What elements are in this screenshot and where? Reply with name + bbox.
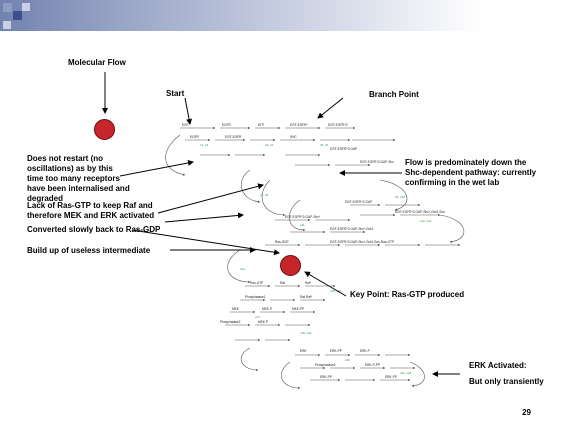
svg-text:v21, v22: v21, v22 <box>400 371 412 375</box>
svg-text:Raf-Raf*: Raf-Raf* <box>300 295 313 299</box>
svg-text:EGF-EGFR*2-GAP: EGF-EGFR*2-GAP <box>345 200 372 204</box>
svg-text:Raf: Raf <box>280 281 285 285</box>
svg-text:v5, v6: v5, v6 <box>320 143 328 147</box>
header-square-4 <box>3 21 11 29</box>
label-converted: Converted slowly back to Ras-GDP <box>27 225 161 234</box>
svg-text:ERK: ERK <box>300 349 307 353</box>
molecular-flow-dot <box>94 119 115 140</box>
svg-text:EGF-EGFR*2-GAP: EGF-EGFR*2-GAP <box>330 147 357 151</box>
svg-text:v9, v10: v9, v10 <box>395 195 405 199</box>
svg-text:ERK-P-PP: ERK-P-PP <box>365 363 380 367</box>
label-lack-ras-gtp: Lack of Ras-GTP to keep Raf and therefor… <box>27 201 155 220</box>
svg-text:v1, v2: v1, v2 <box>200 143 208 147</box>
header-square-2 <box>13 11 22 20</box>
svg-text:MEK-P: MEK-P <box>258 320 268 324</box>
label-erk-transient: But only transiently <box>469 377 544 386</box>
label-no-restart: Does not restart (no oscillations) as by… <box>27 154 130 203</box>
label-start: Start <box>166 89 185 98</box>
svg-text:v18, v19: v18, v19 <box>300 331 312 335</box>
svg-text:MEK-PP: MEK-PP <box>292 307 304 311</box>
svg-text:EGF-EGFR*2-GAP-Shc: EGF-EGFR*2-GAP-Shc <box>360 160 394 164</box>
svg-text:v15, v16: v15, v16 <box>330 289 342 293</box>
svg-text:v17: v17 <box>255 315 260 319</box>
svg-text:v3, v4: v3, v4 <box>265 143 273 147</box>
svg-text:EGF-EGFR*2-GAP-Shc*-Grb2-Sos: EGF-EGFR*2-GAP-Shc*-Grb2-Sos <box>395 210 445 214</box>
svg-text:EGF-EGFR*2-GAP-Shc*-Grb2-Sos-R: EGF-EGFR*2-GAP-Shc*-Grb2-Sos-Ras-GTP <box>330 240 394 244</box>
svg-text:Ras-GDP: Ras-GDP <box>275 240 289 244</box>
svg-text:EGF: EGF <box>182 123 189 127</box>
svg-text:SHC: SHC <box>290 135 297 139</box>
label-key-point: Key Point: Ras-GTP produced <box>350 290 465 299</box>
svg-text:Phosphatase3: Phosphatase3 <box>315 363 336 367</box>
svg-text:EGF-EGFR: EGF-EGFR <box>225 135 242 139</box>
svg-text:ATP: ATP <box>258 123 264 127</box>
svg-text:v12, v13: v12, v13 <box>420 219 432 223</box>
svg-text:ERK-PP: ERK-PP <box>330 349 342 353</box>
svg-text:v20: v20 <box>345 358 350 362</box>
svg-text:v14: v14 <box>240 267 245 271</box>
slide-header-bar <box>0 0 567 31</box>
svg-text:Raf*: Raf* <box>305 281 312 285</box>
ras-gtp-key-point-dot <box>280 255 301 276</box>
header-square-1 <box>3 3 12 12</box>
label-build-up: Build up of useless intermediate <box>27 246 151 255</box>
label-erk-activated: ERK Activated: <box>469 361 527 370</box>
label-molecular-flow: Molecular Flow <box>68 58 126 67</box>
svg-text:ERK-P: ERK-P <box>360 349 370 353</box>
svg-text:EGFR: EGFR <box>222 123 232 127</box>
label-flow-shc: Flow is predominately down the Shc-depen… <box>405 158 537 187</box>
svg-text:EGF-EGFR*2: EGF-EGFR*2 <box>328 123 348 127</box>
svg-text:ERK-PP: ERK-PP <box>320 375 332 379</box>
svg-text:EGF-EGFR*2-GAP-Shc*: EGF-EGFR*2-GAP-Shc* <box>285 215 321 219</box>
svg-text:v7, v8: v7, v8 <box>260 193 268 197</box>
svg-text:Phosphatase2: Phosphatase2 <box>220 320 241 324</box>
svg-text:MEK-P: MEK-P <box>262 307 272 311</box>
svg-text:Phosphatase1: Phosphatase1 <box>245 295 266 299</box>
label-branch-point: Branch Point <box>369 90 419 99</box>
page-number: 29 <box>522 408 531 417</box>
svg-text:Ras-GTP: Ras-GTP <box>250 281 263 285</box>
svg-text:EGF-EGFR*: EGF-EGFR* <box>290 123 308 127</box>
svg-text:EGFR: EGFR <box>190 135 200 139</box>
header-square-3 <box>22 3 30 11</box>
svg-text:ERK-PP: ERK-PP <box>385 375 397 379</box>
svg-text:v11: v11 <box>300 223 305 227</box>
svg-text:EGF-EGFR*2-GAP-Shc*-Grb2: EGF-EGFR*2-GAP-Shc*-Grb2 <box>330 227 373 231</box>
svg-text:MEK: MEK <box>232 307 240 311</box>
